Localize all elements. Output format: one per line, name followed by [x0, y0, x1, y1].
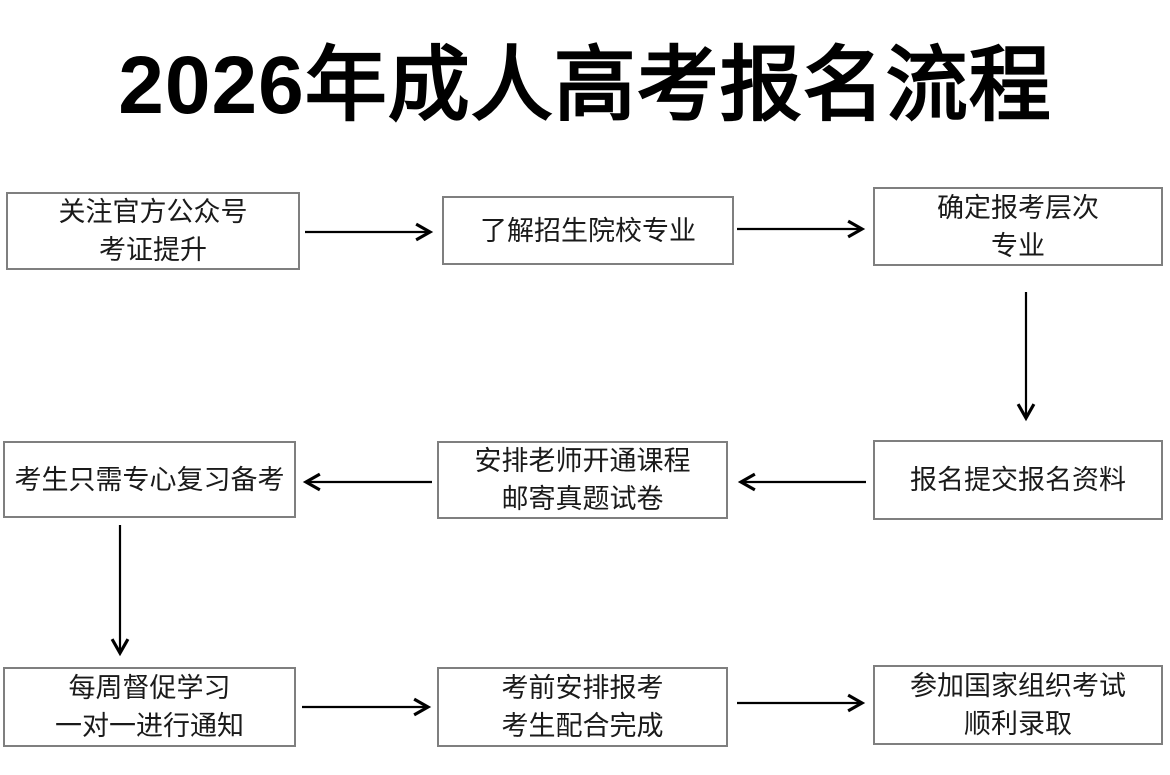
- page-title: 2026年成人高考报名流程: [118, 40, 1052, 131]
- flow-step-text: 考生只需专心复习备考: [14, 464, 285, 495]
- flow-step-text: 一对一进行通知: [55, 711, 244, 741]
- flow-step-text: 考前安排报考: [501, 673, 664, 703]
- flow-step-6: 考生只需专心复习备考: [3, 441, 296, 518]
- flow-step-text: 顺利录取: [964, 709, 1072, 739]
- flow-step-text: 每周督促学习: [68, 673, 231, 703]
- flow-step-text: 安排老师开通课程: [474, 446, 691, 476]
- flow-step-text: 邮寄真题试卷: [501, 484, 664, 514]
- flow-step-text: 参加国家组织考试: [910, 671, 1126, 701]
- flow-step-7: 每周督促学习 一对一进行通知: [3, 667, 296, 747]
- flow-step-text: 了解招生院校专业: [480, 215, 696, 246]
- flow-step-text: 报名提交报名资料: [910, 465, 1126, 495]
- flow-step-1: 关注官方公众号 考证提升: [6, 192, 300, 270]
- flow-step-text: 关注官方公众号: [58, 197, 248, 227]
- flow-step-4: 报名提交报名资料: [873, 440, 1163, 520]
- flow-step-2: 了解招生院校专业: [442, 196, 734, 265]
- flow-step-text: 考证提升: [99, 235, 207, 265]
- flow-step-9: 参加国家组织考试 顺利录取: [873, 665, 1163, 745]
- flow-step-text: 考生配合完成: [501, 711, 664, 741]
- flow-step-text: 确定报考层次: [937, 192, 1099, 223]
- flow-step-text: 专业: [991, 230, 1045, 261]
- flow-step-3: 确定报考层次 专业: [873, 187, 1163, 266]
- flow-step-5: 安排老师开通课程 邮寄真题试卷: [437, 441, 728, 519]
- flow-step-8: 考前安排报考 考生配合完成: [437, 667, 728, 747]
